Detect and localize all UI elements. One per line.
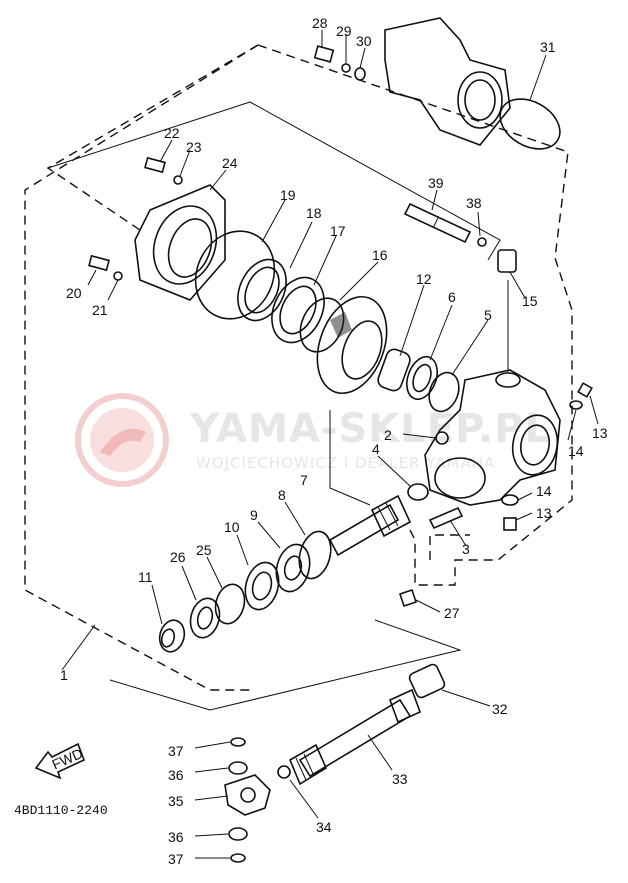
callout-numbers: 1 2 3 4 5 6 7 8 9 10 11 12 13 13 14 14 1… (60, 15, 608, 867)
callout-5: 5 (484, 307, 492, 323)
watermark-logo (75, 393, 169, 487)
pin-and-plug (403, 189, 526, 299)
callout-15: 15 (522, 293, 538, 309)
callout-36a: 36 (168, 767, 184, 783)
callout-14a: 14 (568, 443, 584, 459)
callout-11: 11 (138, 569, 153, 585)
callout-34: 34 (316, 819, 332, 835)
callout-19: 19 (280, 187, 296, 203)
watermark: YAMA-SKLEP.PL WOJCIECHOWICZ I DEALER YAM… (75, 393, 551, 487)
callout-27: 27 (444, 605, 460, 621)
front-cover-assembly (87, 139, 227, 301)
callout-28: 28 (312, 15, 328, 31)
callout-37b: 37 (168, 851, 184, 867)
callout-30: 30 (356, 33, 372, 49)
callout-3: 3 (462, 541, 470, 557)
ring-gear-and-bearings (316, 284, 489, 413)
callout-37a: 37 (168, 743, 184, 759)
callout-1: 1 (60, 667, 68, 683)
callout-24: 24 (222, 155, 238, 171)
callout-31: 31 (540, 39, 556, 55)
callout-23: 23 (186, 139, 202, 155)
callout-14b: 14 (536, 483, 552, 499)
callout-21: 21 (92, 302, 108, 318)
callout-22: 22 (164, 125, 180, 141)
pinion-gear-assembly (328, 410, 467, 613)
callout-29: 29 (336, 23, 352, 39)
callout-33: 33 (392, 771, 408, 787)
watermark-brand: YAMA-SKLEP.PL (189, 406, 551, 452)
callout-2: 2 (384, 427, 392, 443)
assembly-boundary (24, 44, 573, 691)
callout-10: 10 (224, 519, 240, 535)
callout-39: 39 (428, 175, 444, 191)
callout-36b: 36 (168, 829, 184, 845)
callout-12: 12 (416, 271, 432, 287)
callout-35: 35 (168, 793, 184, 809)
callout-6: 6 (448, 289, 456, 305)
callout-8: 8 (278, 487, 286, 503)
leader-part-1 (61, 624, 96, 671)
callout-13a: 13 (592, 425, 608, 441)
watermark-owner: WOJCIECHOWICZ I DEALER YAMAHA (196, 454, 495, 472)
front-bearing-stack (151, 501, 332, 653)
seals-and-shims (194, 199, 379, 353)
callout-25: 25 (196, 542, 212, 558)
callout-4: 4 (372, 441, 380, 457)
callout-16: 16 (372, 247, 388, 263)
callout-7: 7 (300, 472, 308, 488)
callout-26: 26 (170, 549, 186, 565)
forward-direction-arrow: FWD (34, 742, 85, 780)
differential-case (402, 280, 599, 531)
callout-17: 17 (330, 223, 346, 239)
callout-13b: 13 (536, 505, 552, 521)
part-code: 4BD1110-2240 (14, 803, 108, 818)
callout-20: 20 (66, 285, 82, 301)
callout-18: 18 (306, 205, 322, 221)
callout-9: 9 (250, 507, 258, 523)
callout-38: 38 (466, 195, 482, 211)
drive-shaft-assembly (194, 663, 491, 863)
rear-housing-assembly (313, 17, 561, 150)
inner-frames (47, 101, 501, 711)
callout-32: 32 (492, 701, 508, 717)
